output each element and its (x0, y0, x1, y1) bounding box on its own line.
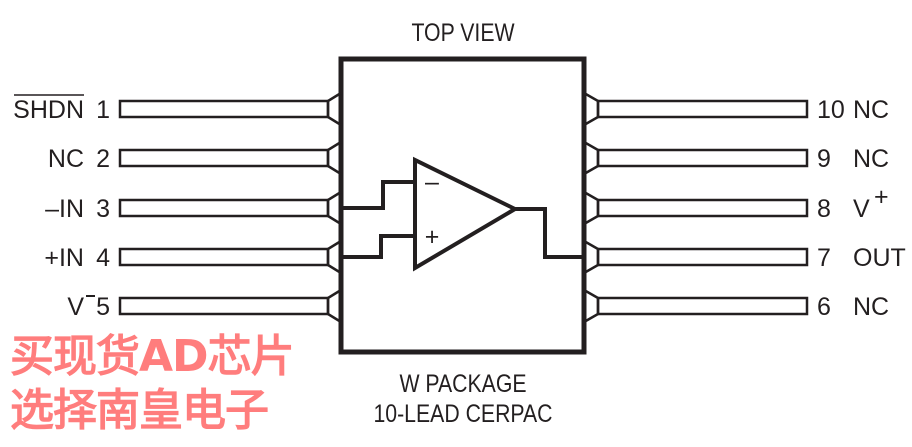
lead-flare (326, 91, 342, 127)
pin-number-1: 1 (96, 96, 110, 124)
lead-pin-1 (118, 99, 330, 119)
chip-body (338, 56, 587, 355)
lead-flare (583, 91, 600, 127)
lead-pin-3 (118, 198, 330, 218)
lead-flare (326, 288, 342, 324)
pin-number-4: 4 (96, 244, 110, 272)
pin-name-4: +IN (44, 244, 84, 272)
pin-name-6: NC (853, 293, 889, 321)
lead-flare (583, 288, 600, 324)
pin-name-8: V (853, 195, 870, 223)
pin-number-6: 6 (817, 293, 831, 321)
pin-number-3: 3 (96, 195, 110, 223)
opamp-triangle (413, 156, 520, 272)
inverting-input-wire (341, 180, 415, 210)
lead-flare (326, 140, 342, 176)
pin-number-5: 5 (96, 293, 110, 321)
pin-name-7: OUT (853, 244, 906, 272)
top-view-label: TOP VIEW (411, 18, 514, 46)
pin-name-1: SHDN (13, 96, 84, 124)
lead-flare (583, 190, 600, 226)
lead-pin-4 (118, 247, 330, 267)
package-desc: 10-LEAD CERPAC (373, 399, 552, 427)
lead-flare (583, 140, 600, 176)
opamp-plus: + (425, 223, 440, 251)
package-label: W PACKAGE (399, 369, 526, 397)
pin-name-2: NC (48, 145, 84, 173)
lead-pin-8 (596, 198, 809, 218)
pin-name-10: NC (853, 96, 889, 124)
lead-flare (583, 239, 600, 275)
pin-number-8: 8 (817, 195, 831, 223)
lead-flare (326, 190, 342, 226)
lead-pin-9 (596, 148, 809, 168)
lead-pin-2 (118, 148, 330, 168)
pin-number-7: 7 (817, 244, 831, 272)
lead-pin-6 (596, 296, 809, 316)
pin-name-9: NC (853, 145, 889, 173)
watermark: 买现货AD芯片选择南皇电子 (10, 331, 295, 436)
lead-pin-10 (596, 99, 809, 119)
pin-name-3: –IN (45, 195, 84, 223)
lead-pin-7 (596, 247, 809, 267)
pin-number-10: 10 (817, 96, 845, 124)
pin-name-5: V (67, 293, 84, 321)
noninverting-input-wire (341, 234, 415, 259)
output-wire (515, 207, 584, 259)
pin-number-2: 2 (96, 145, 110, 173)
lead-pin-5 (118, 296, 330, 316)
lead-flare (326, 239, 342, 275)
pin-number-9: 9 (817, 145, 831, 173)
opamp-minus: – (425, 168, 439, 196)
plus-superscript: + (874, 183, 889, 211)
